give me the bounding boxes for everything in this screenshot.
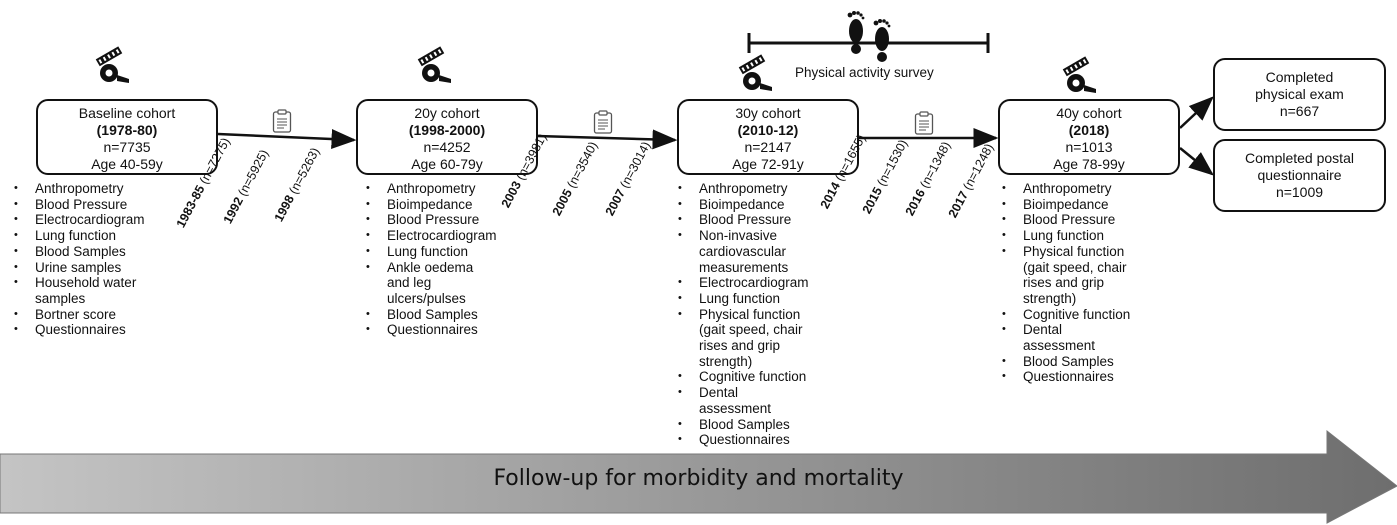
arrow-20y-to-30y xyxy=(536,129,678,150)
cohort-age: Age 60-79y xyxy=(411,156,483,172)
cohort-age: Age 40-59y xyxy=(91,156,163,172)
outcome-line: n=1009 xyxy=(1275,184,1324,200)
outcome-line: questionnaire xyxy=(1257,167,1342,183)
measurement-list-20y: AnthropometryBioimpedanceBlood PressureE… xyxy=(366,181,556,338)
measurement-item: Lung function xyxy=(678,291,868,307)
cohort-n: n=4252 xyxy=(423,139,471,155)
follow-up-arrow xyxy=(0,429,1397,524)
measurement-list-30y: AnthropometryBioimpedanceBlood PressureN… xyxy=(678,181,868,448)
clipboard-icon xyxy=(914,111,934,135)
measurement-item: Electrocardiogram xyxy=(678,275,868,291)
measurement-item: Bioimpedance xyxy=(366,197,556,213)
measurement-item: Questionnaires xyxy=(678,432,868,448)
measurement-item: (gait speed, chair xyxy=(699,322,803,338)
measurement-item: Anthropometry xyxy=(366,181,556,197)
arrow-40y-to-exam xyxy=(1179,96,1214,129)
outcome-line: physical exam xyxy=(1255,86,1344,102)
measurement-item: assessment xyxy=(1023,338,1096,354)
measurement-item: and leg xyxy=(387,275,432,291)
tape-measure-icon xyxy=(417,45,455,85)
measurement-item: Lung function xyxy=(1002,228,1192,244)
footprints-icon xyxy=(840,7,900,63)
arrow-40y-to-postal xyxy=(1179,147,1214,176)
physical-activity-bracket xyxy=(747,33,990,53)
measurement-item: Blood Samples xyxy=(14,244,204,260)
measurement-item: Anthropometry xyxy=(678,181,868,197)
cohort-name: 40y cohort xyxy=(1056,105,1122,121)
measurement-item: Lung function xyxy=(14,228,204,244)
cohort-years: (1978-80) xyxy=(96,122,158,138)
measurement-item: Blood Pressure xyxy=(678,212,868,228)
cohort-box-baseline: Baseline cohort (1978-80) n=7735 Age 40-… xyxy=(36,99,218,175)
measurement-item: Anthropometry xyxy=(1002,181,1192,197)
measurement-item: measurements xyxy=(699,259,789,275)
measurement-item: strength) xyxy=(699,353,753,369)
physical-activity-label: Physical activity survey xyxy=(795,65,934,80)
measurement-item: Questionnaires xyxy=(366,322,556,338)
measurement-item: rises and grip xyxy=(699,338,781,354)
measurement-item: (gait speed, chair xyxy=(1023,259,1127,275)
measurement-item: Dental xyxy=(678,385,868,401)
cohort-years: (2018) xyxy=(1068,122,1110,138)
measurement-item: assessment xyxy=(699,400,772,416)
tape-measure-icon xyxy=(95,45,133,85)
measurement-item: Blood Pressure xyxy=(366,212,556,228)
outcome-line: Completed postal xyxy=(1245,150,1354,166)
outcome-box-postal-questionnaire: Completed postal questionnaire n=1009 xyxy=(1213,139,1386,212)
clipboard-icon xyxy=(272,109,292,133)
measurement-item: Blood Samples xyxy=(678,417,868,433)
outcome-line: n=667 xyxy=(1279,103,1320,119)
measurement-item: Urine samples xyxy=(14,260,204,276)
cohort-age: Age 72-91y xyxy=(732,156,804,172)
measurement-item: rises and grip xyxy=(1023,275,1105,291)
cohort-name: 20y cohort xyxy=(414,105,480,121)
measurement-item: Blood Pressure xyxy=(14,197,204,213)
follow-up-arrow-label: Follow-up for morbidity and mortality xyxy=(493,466,904,491)
measurement-item: Ankle oedema xyxy=(366,260,556,276)
measurement-item: cardiovascular xyxy=(699,243,787,259)
cohort-age: Age 78-99y xyxy=(1053,156,1125,172)
outcome-box-physical-exam: Completed physical exam n=667 xyxy=(1213,58,1386,131)
measurement-item: Non-invasive xyxy=(678,228,868,244)
measurement-item: Household water xyxy=(14,275,204,291)
cohort-box-20y: 20y cohort (1998-2000) n=4252 Age 60-79y xyxy=(356,99,538,175)
cohort-name: Baseline cohort xyxy=(78,105,176,121)
measurement-item: Bortner score xyxy=(14,307,204,323)
cohort-n: n=1013 xyxy=(1065,139,1113,155)
tape-measure-icon xyxy=(1062,55,1100,95)
measurement-item: Cognitive function xyxy=(678,369,868,385)
measurement-item: Cognitive function xyxy=(1002,307,1192,323)
measurement-item: Lung function xyxy=(366,244,556,260)
measurement-item: Blood Samples xyxy=(366,307,556,323)
measurement-item: Physical function xyxy=(1002,244,1192,260)
measurement-list-baseline: AnthropometryBlood PressureElectrocardio… xyxy=(14,181,204,338)
cohort-name: 30y cohort xyxy=(735,105,801,121)
measurement-item: Electrocardiogram xyxy=(14,212,204,228)
measurement-item: Bioimpedance xyxy=(1002,197,1192,213)
measurement-item: Bioimpedance xyxy=(678,197,868,213)
tape-measure-icon xyxy=(738,53,776,93)
measurement-item: Dental xyxy=(1002,322,1192,338)
measurement-item: Questionnaires xyxy=(1002,369,1192,385)
measurement-item: Blood Pressure xyxy=(1002,212,1192,228)
measurement-item: strength) xyxy=(1023,290,1077,306)
outcome-line: Completed xyxy=(1265,69,1334,85)
cohort-n: n=2147 xyxy=(744,139,792,155)
measurement-item: Physical function xyxy=(678,307,868,323)
cohort-box-30y: 30y cohort (2010-12) n=2147 Age 72-91y xyxy=(677,99,859,175)
arrow-baseline-to-20y xyxy=(217,129,357,149)
cohort-years: (1998-2000) xyxy=(408,122,486,138)
measurement-item: Blood Samples xyxy=(1002,354,1192,370)
measurement-list-40y: AnthropometryBioimpedanceBlood PressureL… xyxy=(1002,181,1192,385)
measurement-item: samples xyxy=(35,290,86,306)
cohort-years: (2010-12) xyxy=(737,122,799,138)
measurement-item: ulcers/pulses xyxy=(387,290,466,306)
cohort-box-40y: 40y cohort (2018) n=1013 Age 78-99y xyxy=(998,99,1180,175)
clipboard-icon xyxy=(593,110,613,134)
cohort-n: n=7735 xyxy=(103,139,151,155)
measurement-item: Electrocardiogram xyxy=(366,228,556,244)
measurement-item: Anthropometry xyxy=(14,181,204,197)
measurement-item: Questionnaires xyxy=(14,322,204,338)
